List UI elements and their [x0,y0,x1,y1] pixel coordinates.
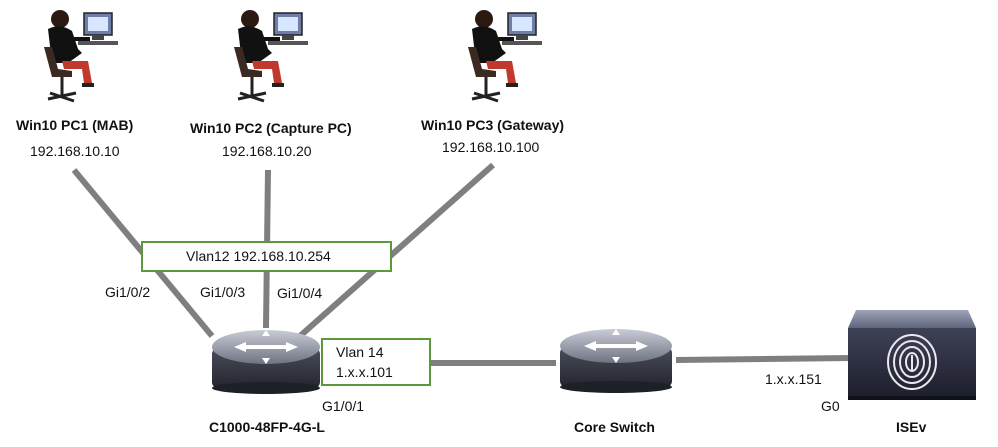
vlan14-name: Vlan 14 [336,344,384,360]
pc3-ip: 192.168.10.100 [442,139,540,155]
ise-appliance-icon [848,310,976,400]
pc2-ip: 192.168.10.20 [222,143,312,159]
port-gi1-0-2: Gi1/0/2 [105,284,151,300]
core-switch-icon [560,329,672,393]
port-g1-0-1: G1/0/1 [322,398,365,414]
port-gi1-0-4: Gi1/0/4 [277,285,323,301]
access-switch-label: C1000-48FP-4G-L [209,419,325,435]
vlan12-label: Vlan12 192.168.10.254 [186,248,331,264]
pc3-user-icon [468,10,542,103]
pc1-name: Win10 PC1 (MAB) [16,117,134,133]
pc1-ip: 192.168.10.10 [30,143,120,159]
link-pc3 [298,162,495,339]
port-g0: G0 [821,398,840,414]
link-core-ise [675,355,853,363]
ise-ip: 1.x.x.151 [765,371,822,387]
pc2-name: Win10 PC2 (Capture PC) [190,120,352,136]
vlan14-ip: 1.x.x.101 [336,364,393,380]
core-switch-label: Core Switch [574,419,655,435]
ise-label: ISEv [896,419,927,435]
fingerprint-icon [887,334,937,390]
pc2-user-icon [234,10,308,103]
port-gi1-0-3: Gi1/0/3 [200,284,246,300]
pc3-name: Win10 PC3 (Gateway) [421,117,565,133]
vlan14-box: Vlan 14 1.x.x.101 [321,338,431,386]
vlan12-box: Vlan12 192.168.10.254 [141,241,392,272]
pc1-user-icon [44,10,118,103]
access-switch-icon [212,330,320,394]
